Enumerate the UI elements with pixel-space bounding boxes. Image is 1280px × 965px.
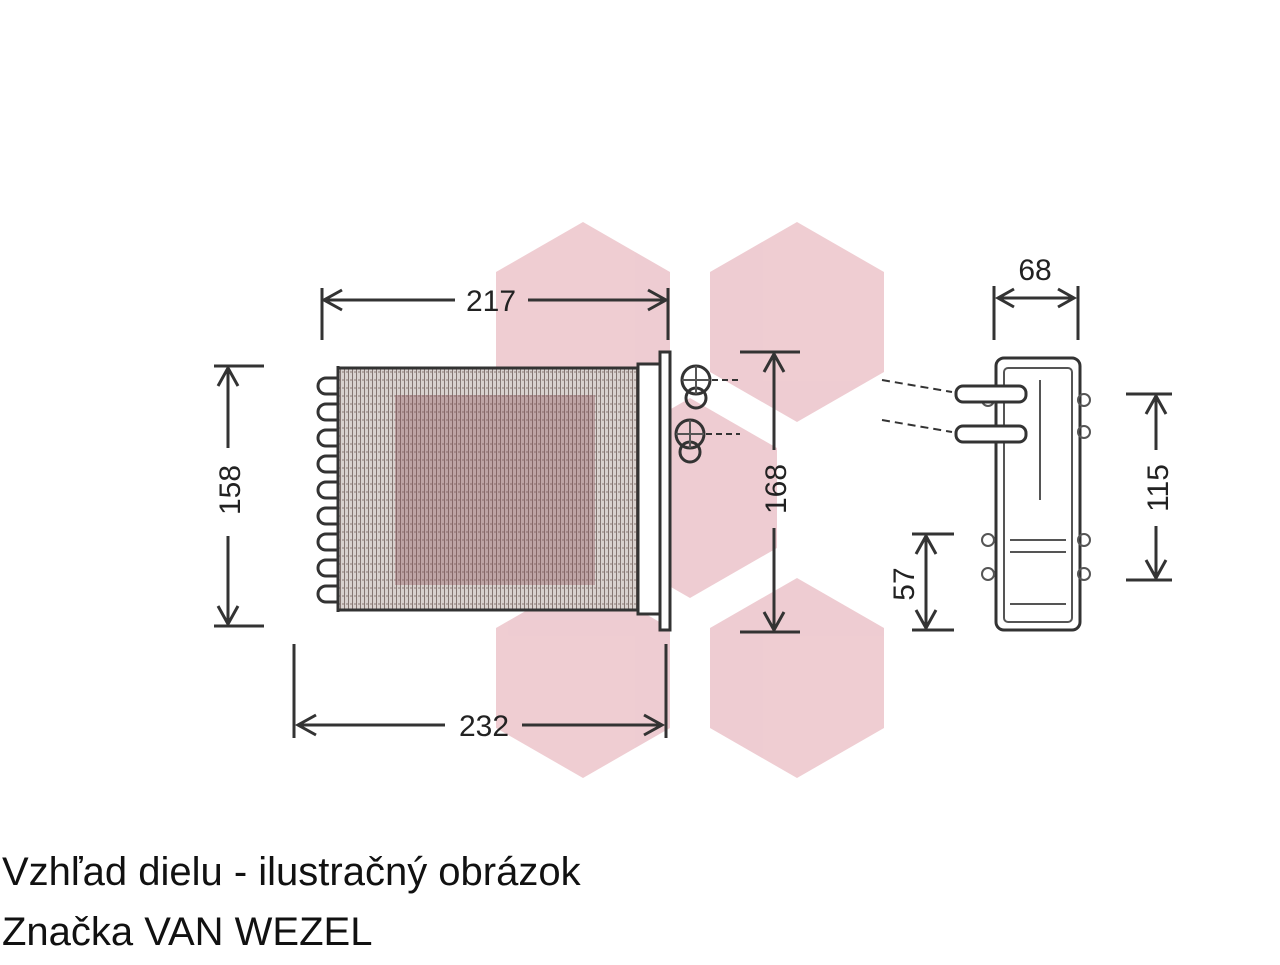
dimension-label-232: 232 — [459, 710, 509, 743]
front-view: 217 158 168 — [214, 285, 800, 743]
caption-illustration-note: Vzhľad dielu - ilustračný obrázok — [2, 850, 581, 894]
dimension-label-168: 168 — [760, 464, 793, 514]
dimension-158: 158 — [214, 364, 264, 628]
dimension-168: 168 — [740, 350, 800, 634]
dimension-label-68: 68 — [1018, 254, 1051, 287]
dimension-label-115: 115 — [1142, 464, 1175, 512]
dimension-115: 115 — [1126, 392, 1175, 582]
center-shading — [395, 395, 595, 585]
dimension-label-158: 158 — [214, 465, 247, 515]
dimension-label-217: 217 — [466, 285, 516, 318]
side-pipes — [881, 379, 1028, 444]
watermark-hex-top-right — [710, 222, 884, 422]
pipe-fittings — [674, 364, 740, 464]
side-inner — [1003, 367, 1073, 623]
watermark-hex-bottom-right — [710, 578, 884, 778]
dimension-68: 68 — [992, 254, 1080, 340]
tube-bends — [316, 376, 338, 604]
flange — [658, 350, 672, 632]
radiator-core — [336, 366, 640, 612]
dimension-217: 217 — [320, 285, 670, 340]
side-view: 68 115 57 — [881, 254, 1175, 632]
caption-brand: Značka VAN WEZEL — [2, 910, 373, 954]
watermark-hex-bottom-left — [496, 578, 670, 778]
side-plate — [636, 362, 662, 616]
dimension-label-57: 57 — [888, 567, 921, 600]
dimension-57: 57 — [888, 532, 954, 632]
dimension-232: 232 — [292, 644, 668, 743]
